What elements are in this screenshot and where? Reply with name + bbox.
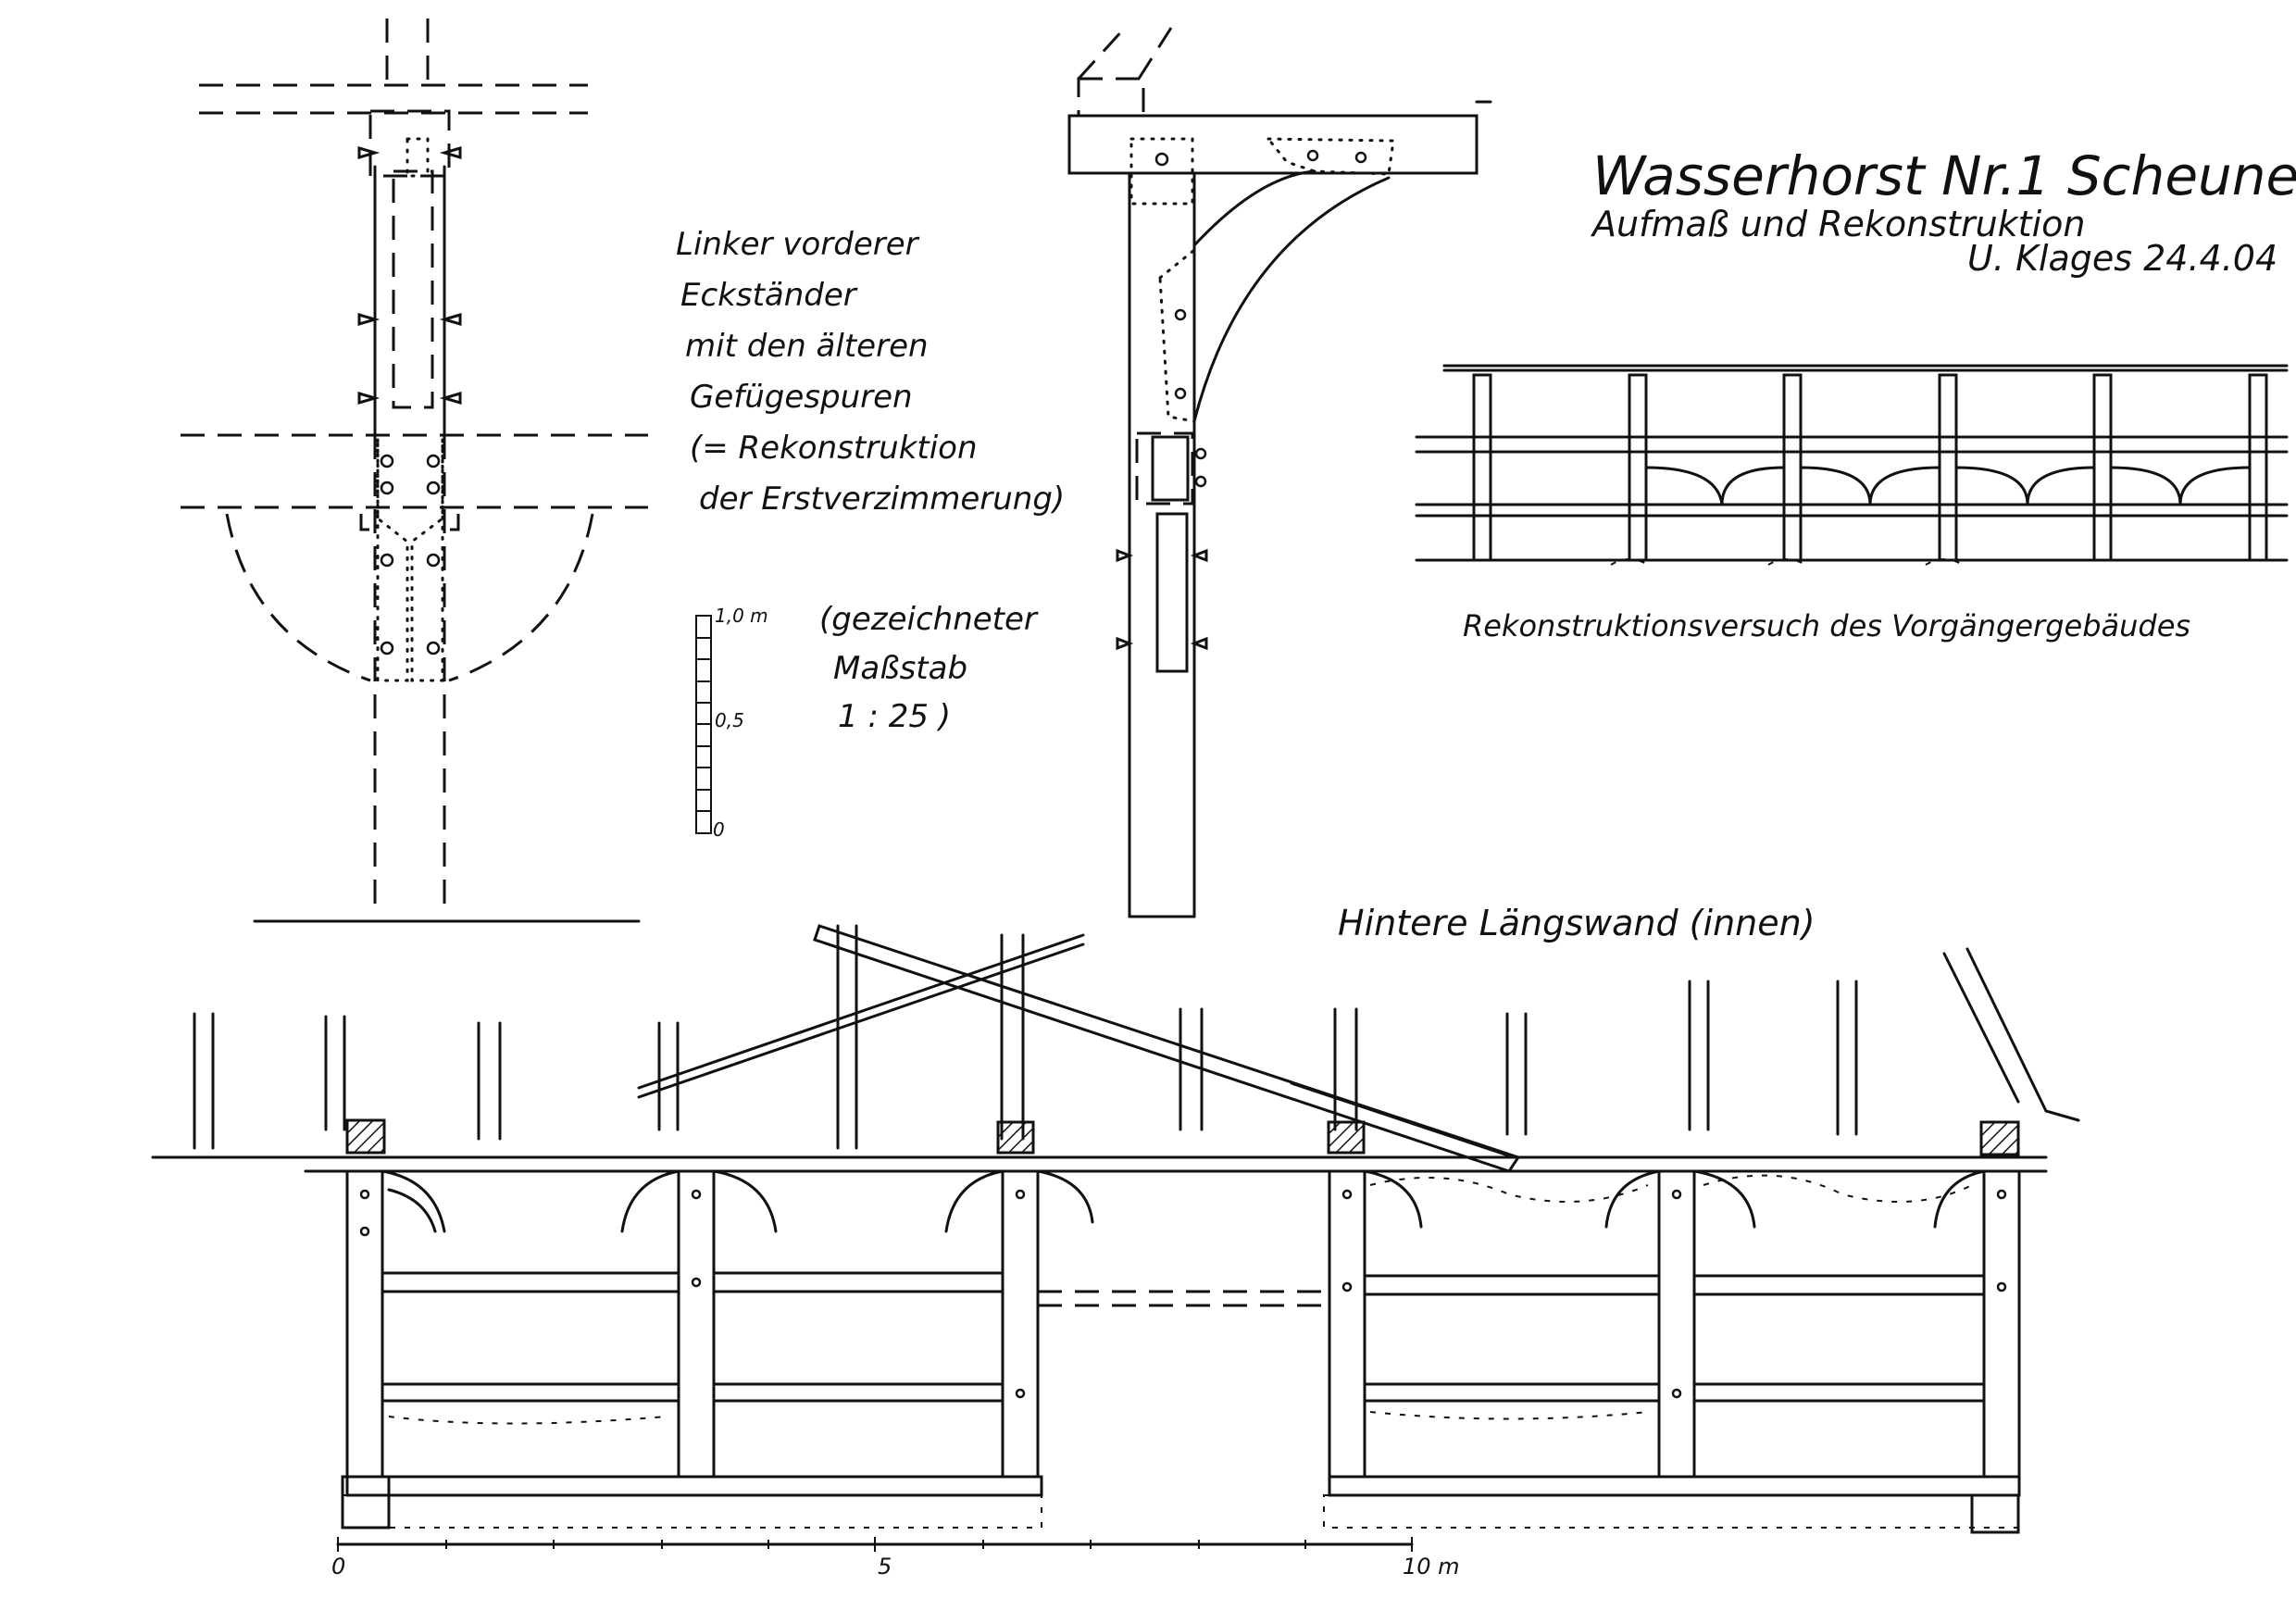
scale-note-line-1: (gezeichneter [819, 601, 1039, 638]
rear-long-wall-elevation [151, 924, 2080, 1534]
scale-top-label: 1,0 m [715, 605, 768, 627]
note-line-1: Linker vorderer [676, 226, 920, 263]
note-line-4: Gefügespuren [690, 379, 913, 416]
corner-post-front-view [181, 19, 648, 923]
reconstruction-caption: Rekonstruktionsversuch des Vorgängergebä… [1463, 608, 2190, 643]
corner-post-note: Linker vorderer Eckständer mit den älter… [676, 226, 1065, 518]
scale-end-label: 10 m [1403, 1554, 1460, 1579]
note-line-3: mit den älteren [685, 328, 929, 365]
scale-bottom-label: 0 [713, 818, 725, 841]
scale-start-label: 0 [331, 1554, 345, 1579]
note-line-5: (= Rekonstruktion [690, 430, 978, 467]
scale-note-line-3: 1 : 25 ) [838, 698, 951, 735]
drawing-subtitle: Aufmaß und Rekonstruktion [1590, 204, 2085, 244]
title-block: Wasserhorst Nr.1 Scheune Aufmaß und Reko… [1590, 144, 2296, 279]
note-line-2: Eckständer [680, 277, 858, 314]
note-line-6: der Erstverzimmerung) [699, 481, 1065, 518]
bottom-scale-bar: 0 5 10 m [331, 1537, 1460, 1579]
corner-post-side-view [1067, 26, 1492, 918]
predecessor-reconstruction: Rekonstruktionsversuch des Vorgängergebä… [1415, 364, 2289, 643]
scale-mid-label: 5 [878, 1554, 892, 1579]
drawing-title: Wasserhorst Nr.1 Scheune [1592, 144, 2296, 207]
scale-note-line-2: Maßstab [833, 650, 967, 687]
small-scale-bar: 1,0 m 0,5 0 [695, 605, 768, 841]
wall-caption: Hintere Längswand (innen) [1338, 903, 1816, 943]
author-date: U. Klages 24.4.04 [1967, 238, 2277, 279]
scale-mid-label: 0,5 [715, 709, 744, 731]
scale-note: (gezeichneter Maßstab 1 : 25 ) [819, 601, 1039, 735]
